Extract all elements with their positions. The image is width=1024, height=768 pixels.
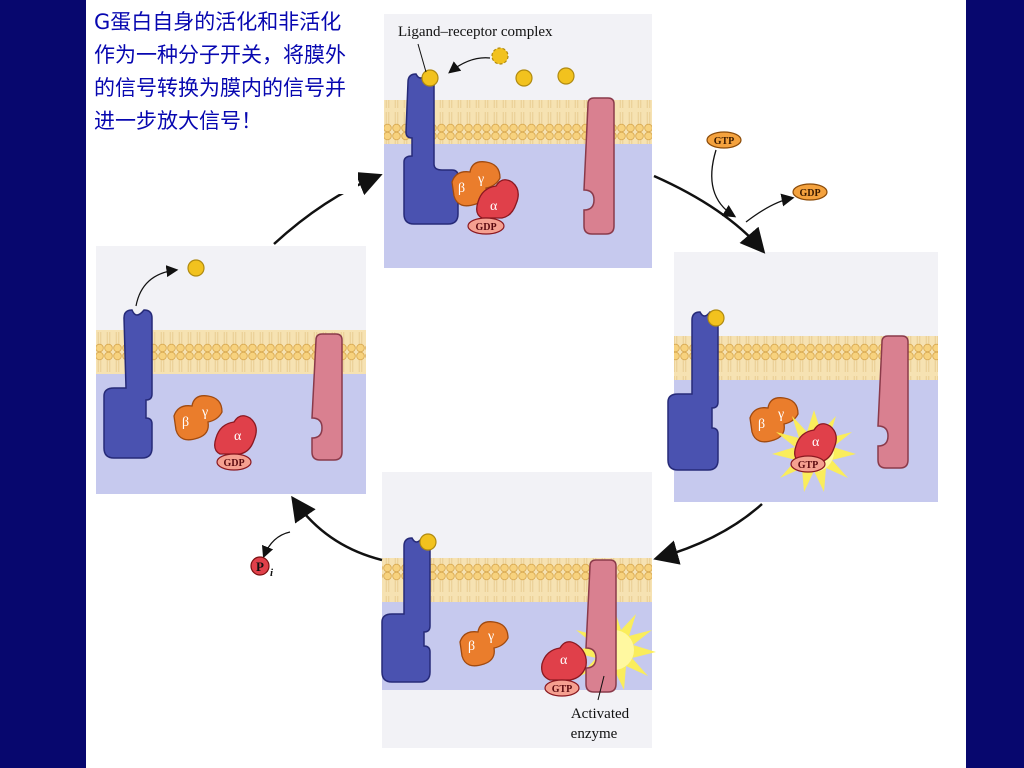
gtp-badge	[544, 679, 580, 697]
pi-subscript: i	[270, 567, 274, 579]
beta-label: β	[182, 415, 189, 430]
g-beta-gamma	[749, 397, 799, 443]
pi-text: P	[256, 559, 264, 574]
gamma-label: γ	[777, 407, 784, 422]
beta-label: β	[468, 639, 475, 654]
ligand	[421, 69, 439, 87]
g-alpha	[476, 179, 519, 219]
ligand	[419, 533, 437, 551]
gamma-label: γ	[201, 405, 208, 420]
gamma-label: γ	[487, 629, 494, 644]
gtp-badge	[790, 455, 826, 473]
phosphate-icon	[250, 556, 270, 576]
beta-label: β	[758, 417, 765, 432]
ligand	[557, 67, 575, 85]
g-alpha	[214, 415, 257, 455]
receptor	[103, 309, 153, 459]
ligand-incoming	[491, 47, 509, 65]
slide: G蛋白自身的活化和非活化作为一种分子开关，将膜外的信号转换为膜内的信号并进一步放…	[86, 0, 966, 768]
activated-enzyme	[585, 559, 617, 693]
gtp-text: GTP	[714, 136, 735, 147]
gdp-text: GDP	[475, 222, 496, 233]
enzyme	[311, 333, 343, 461]
gtp-text: GTP	[798, 460, 819, 471]
activated-enzyme-label-line2: enzyme	[571, 726, 618, 742]
receptor	[667, 311, 719, 471]
beta-label: β	[458, 181, 465, 196]
receptor	[381, 537, 431, 683]
cycle-arrow	[291, 495, 383, 562]
gamma-label: γ	[477, 172, 484, 187]
alpha-label: α	[812, 435, 820, 450]
explanation-note: G蛋白自身的活化和非活化作为一种分子开关，将膜外的信号转换为膜内的信号并进一步放…	[86, 0, 358, 194]
gdp-text: GDP	[799, 188, 820, 199]
released-ligand	[187, 259, 205, 277]
g-alpha	[541, 641, 587, 681]
enzyme	[583, 97, 615, 235]
gdp-badge	[792, 183, 828, 201]
panel-gtp-exchange: β γ α GTP	[667, 252, 938, 502]
alpha-label: α	[234, 429, 242, 444]
enzyme	[877, 335, 909, 469]
ligand	[515, 69, 533, 87]
panel-enzyme-activation: β γ α GTP Activated enzyme	[381, 472, 656, 748]
g-beta-gamma	[459, 621, 509, 667]
gdp-badge	[467, 217, 505, 235]
phosphate-release: P i	[250, 531, 291, 579]
g-beta-gamma	[451, 161, 501, 207]
gdp-text: GDP	[223, 458, 244, 469]
nucleotide-exchange-arrows: GTP GDP	[706, 131, 828, 223]
cycle-arrow	[273, 171, 383, 245]
gtp-badge	[706, 131, 742, 149]
cycle-arrows	[273, 171, 766, 565]
panel-ligand-binding: β γ α GDP Ligand–receptor complex	[384, 14, 652, 268]
g-beta-gamma	[173, 395, 223, 441]
panel-gtp-hydrolysis: β γ α GDP	[96, 246, 366, 494]
cycle-arrow	[653, 503, 763, 565]
gtp-text: GTP	[552, 684, 573, 695]
g-protein-cycle-diagram: β γ α GDP Ligand–receptor complex β γ	[96, 14, 938, 748]
alpha-label: α	[560, 653, 568, 668]
alpha-label: α	[490, 199, 498, 214]
activated-enzyme-label-line1: Activated	[571, 706, 630, 722]
gdp-badge	[216, 453, 252, 471]
cycle-arrow	[653, 174, 766, 254]
ligand-receptor-label: Ligand–receptor complex	[398, 24, 553, 40]
ligand	[707, 309, 725, 327]
